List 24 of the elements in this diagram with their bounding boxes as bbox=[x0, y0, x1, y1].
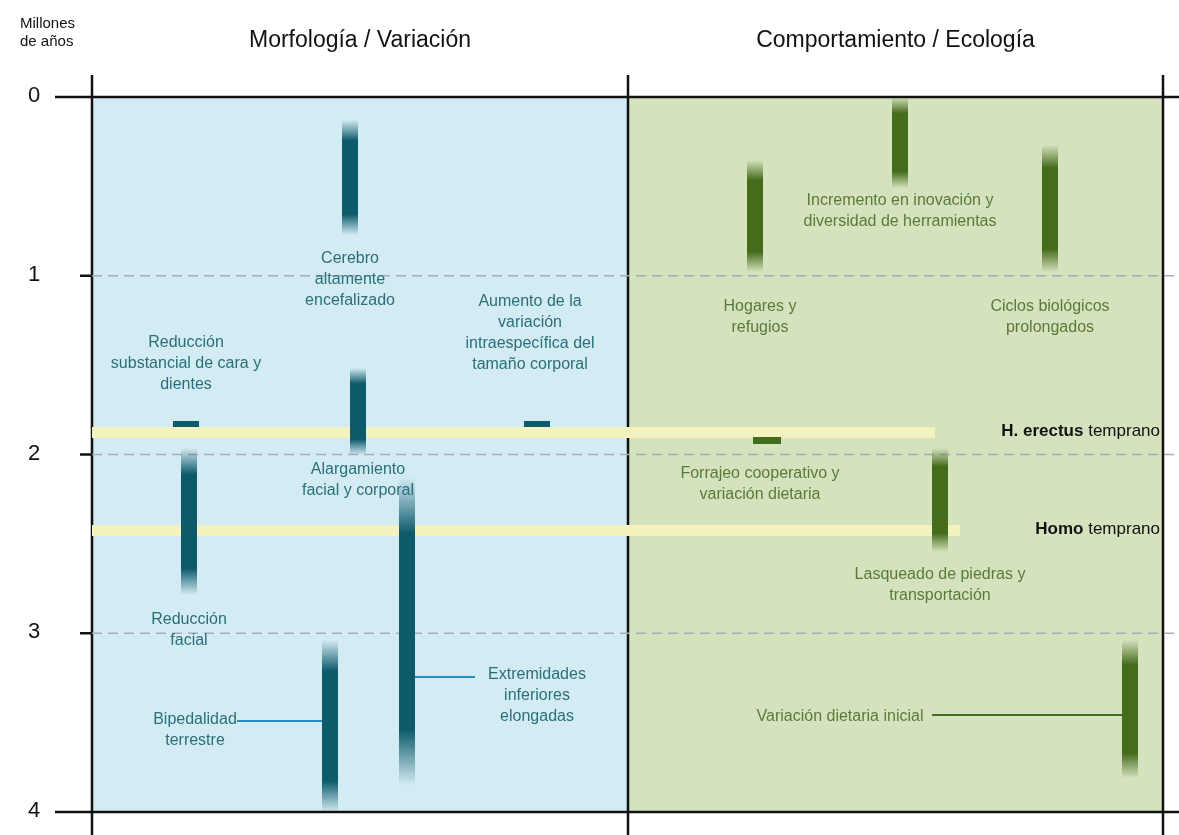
axis-tick-label: 0 bbox=[28, 82, 42, 107]
axis-tick-label: 1 bbox=[28, 261, 42, 286]
trait-label: Aumento de la variación intraespecífica del tamaño corporal bbox=[464, 291, 596, 374]
trait-label: Forrajeo cooperativo y variación dietaria bbox=[679, 463, 841, 504]
trait-label: Ciclos biológicos prolongados bbox=[989, 296, 1111, 337]
axis-tick-label: 2 bbox=[28, 440, 42, 465]
marker-label: Homo temprano bbox=[1034, 519, 1160, 539]
trait-label: Extremidades inferiores elongadas bbox=[467, 663, 607, 726]
axis-tick-label: 4 bbox=[28, 797, 42, 822]
trait-label: Hogares y refugios bbox=[722, 296, 798, 337]
leader-line bbox=[414, 676, 476, 678]
trait-label: Lasqueado de piedras y transportación bbox=[853, 564, 1027, 605]
trait-label: Bipedalidad terrestre bbox=[145, 708, 245, 750]
trait-label: Reducción facial bbox=[150, 609, 228, 650]
trait-label: Variación dietaria inicial bbox=[740, 705, 940, 726]
axis-title: Millones de años bbox=[20, 14, 77, 50]
trait-label: Reducción substancial de cara y dientes bbox=[109, 332, 263, 394]
trait-label: Cerebro altamente encefalizado bbox=[304, 248, 396, 310]
axis-tick-label: 3 bbox=[28, 618, 42, 643]
leader-line bbox=[236, 720, 323, 722]
marker-label: H. erectus temprano bbox=[1000, 421, 1160, 441]
leader-line bbox=[931, 714, 1123, 716]
trait-label: Incremento en inovación y diversidad de herramientas bbox=[802, 190, 998, 231]
trait-label: Alargamiento facial y corporal bbox=[300, 459, 415, 500]
